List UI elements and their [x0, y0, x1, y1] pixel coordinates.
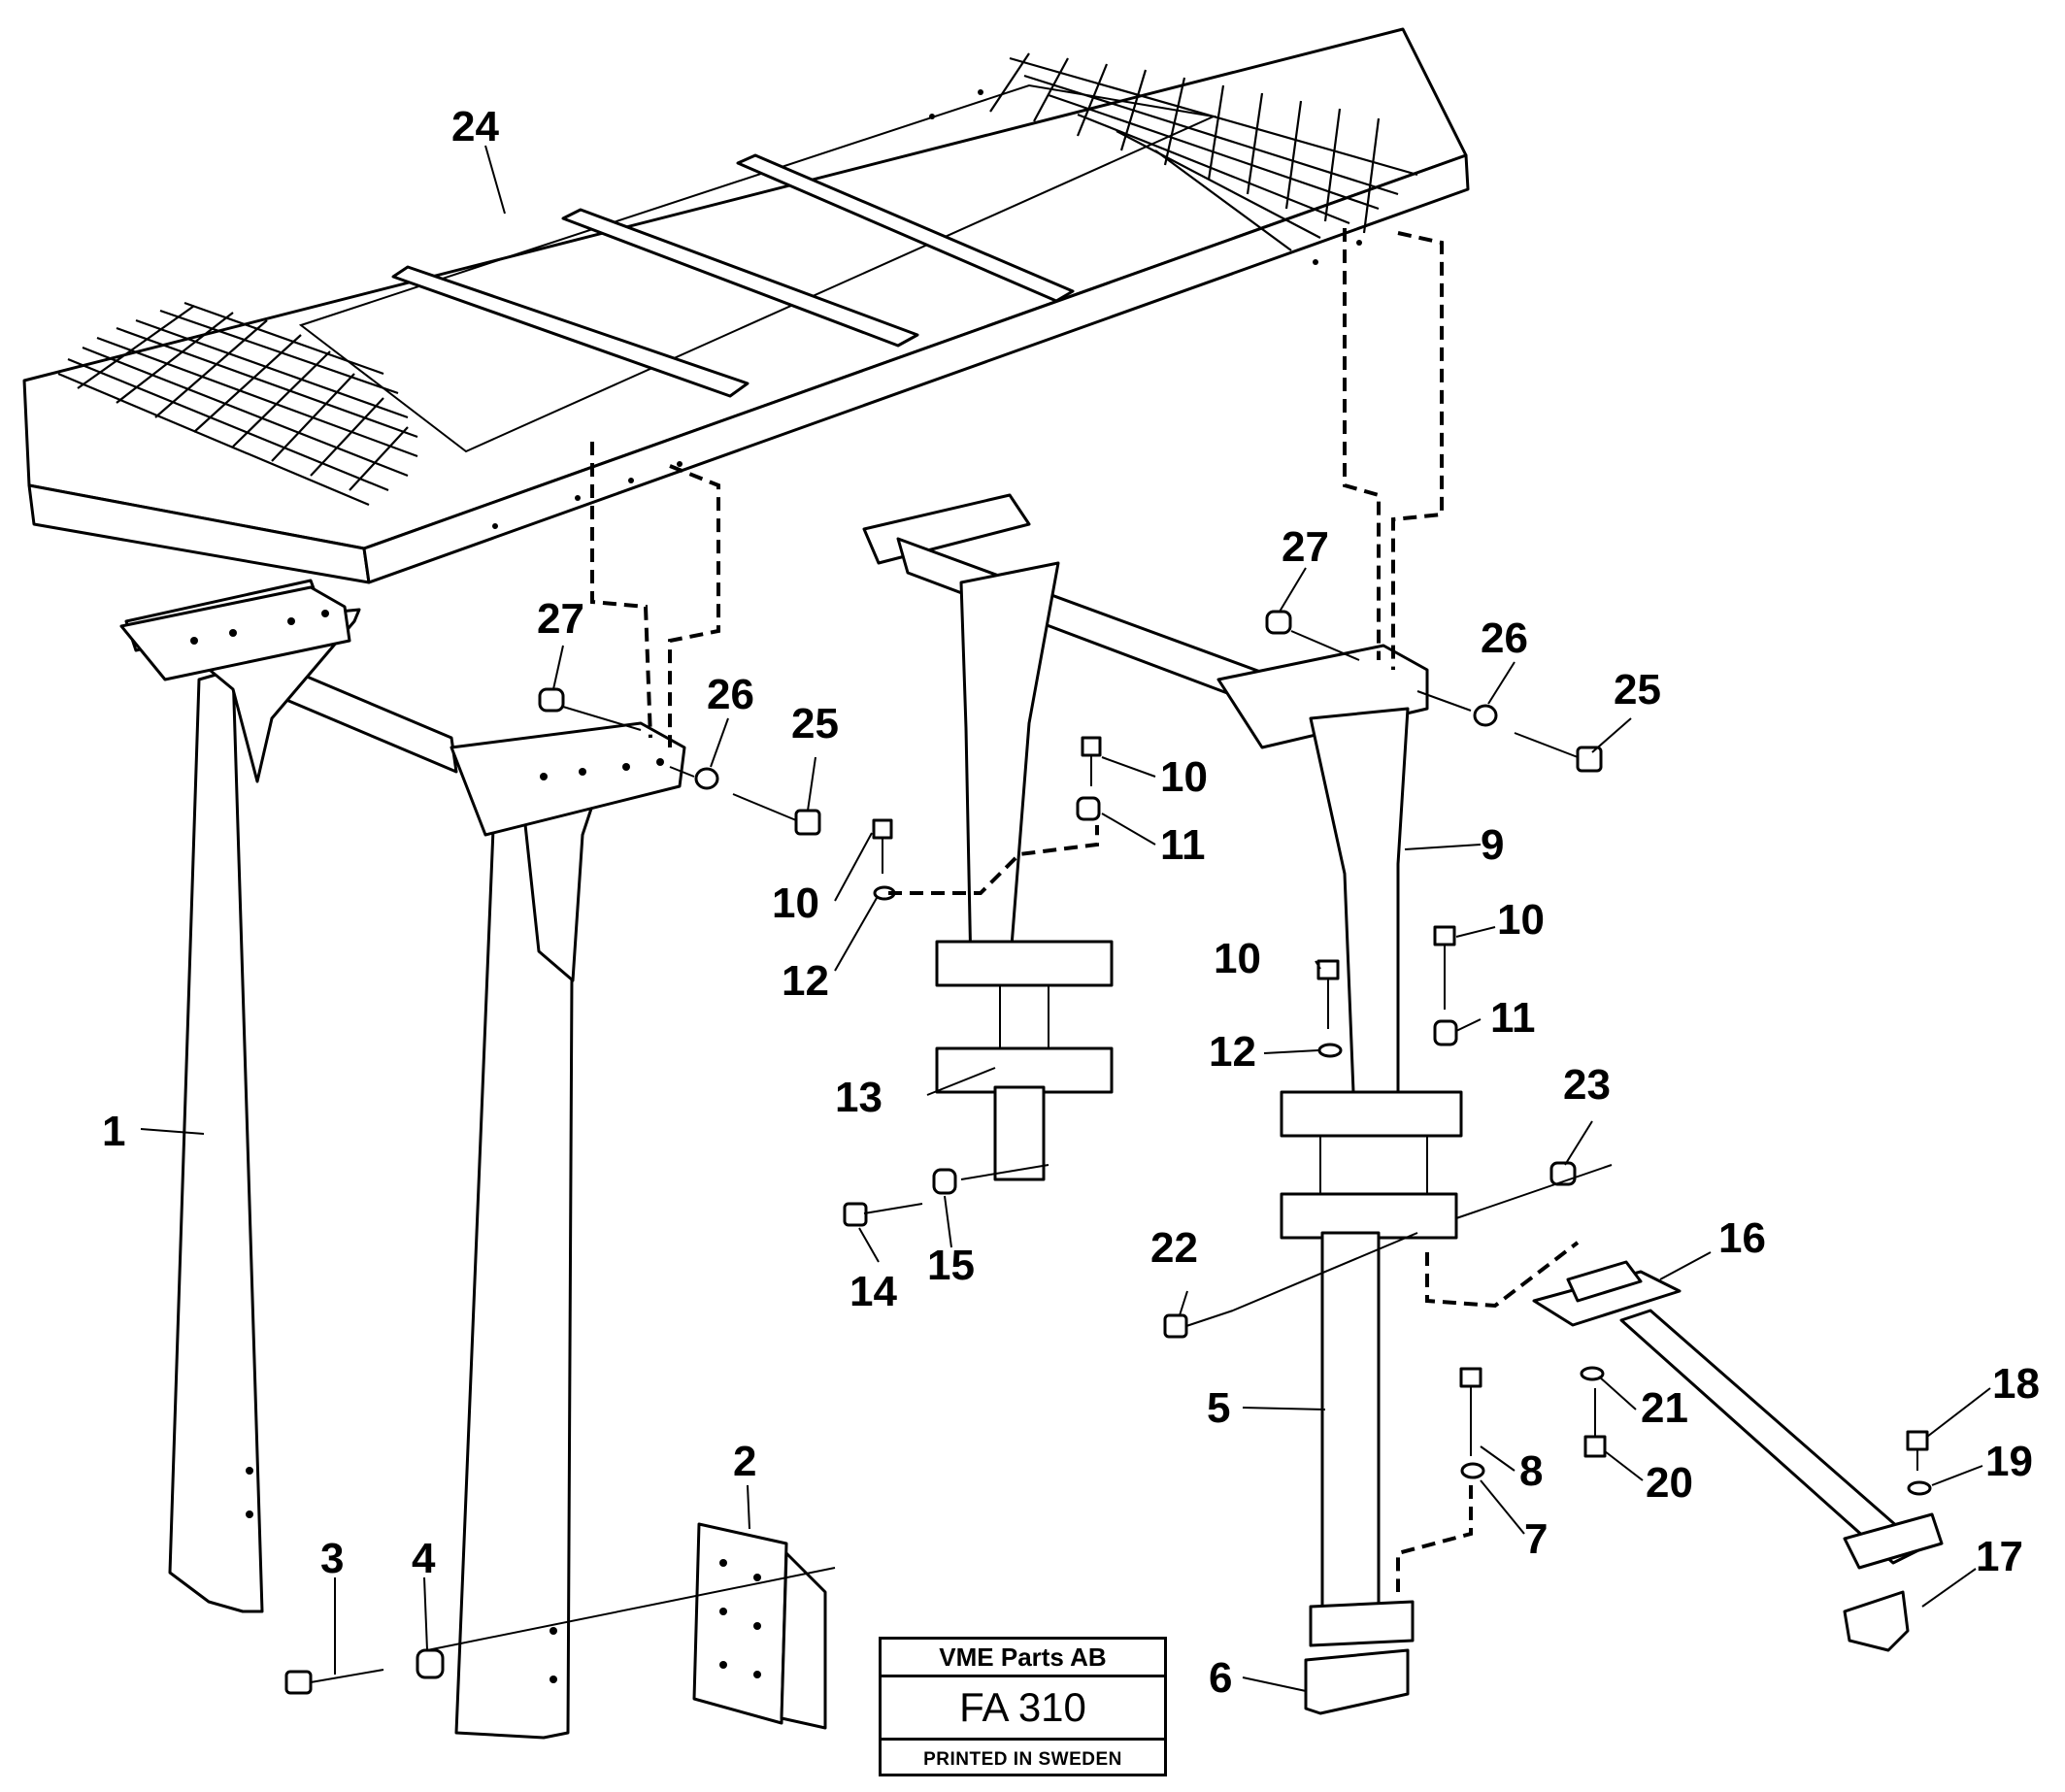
callout-10-a: 10: [1160, 753, 1208, 801]
leader-lines: [140, 145, 1991, 1692]
callout-9: 9: [1481, 821, 1504, 869]
callout-19: 19: [1985, 1438, 2033, 1485]
support-arm: [1425, 1241, 1944, 1652]
grating-mesh-right: [989, 52, 1418, 251]
publisher-stamp: VME Parts AB FA 310 PRINTED IN SWEDEN: [879, 1637, 1167, 1776]
callout-25-b: 25: [1614, 666, 1661, 713]
callout-1: 1: [102, 1108, 125, 1155]
callout-27-a: 27: [537, 595, 584, 643]
callout-27-b: 27: [1282, 523, 1329, 571]
stamp-code: FA 310: [882, 1677, 1164, 1741]
bracket-2: [426, 1522, 836, 1730]
callout-7: 7: [1524, 1515, 1548, 1563]
callout-8: 8: [1519, 1447, 1543, 1495]
callout-11-a: 11: [1160, 821, 1206, 869]
callout-20: 20: [1646, 1459, 1693, 1507]
callout-5: 5: [1207, 1384, 1230, 1432]
callout-4: 4: [412, 1535, 436, 1582]
left-frame: [119, 579, 686, 1740]
callout-21: 21: [1641, 1384, 1688, 1432]
callout-26-b: 26: [1481, 614, 1528, 662]
callout-2: 2: [733, 1438, 756, 1485]
platform-grating: [22, 27, 1470, 584]
callout-12-a: 12: [782, 957, 829, 1005]
callout-11-b: 11: [1490, 994, 1536, 1042]
bolt-3-washer-4: [284, 1648, 445, 1695]
callout-14: 14: [849, 1268, 897, 1315]
grating-mesh-left: [57, 301, 418, 507]
callout-25-a: 25: [791, 700, 839, 747]
callout-23: 23: [1563, 1061, 1611, 1109]
callout-6: 6: [1209, 1654, 1232, 1702]
callout-3: 3: [320, 1535, 344, 1582]
callout-16: 16: [1718, 1214, 1766, 1262]
callout-18: 18: [1992, 1360, 2040, 1408]
stamp-company: VME Parts AB: [882, 1640, 1164, 1677]
callout-26-a: 26: [707, 671, 754, 718]
right-frame: [1163, 610, 1613, 1715]
center-frame: [843, 493, 1283, 1227]
callout-numbers: 1 2 3 4 5 6 7 8 9 10 10 10 10 11 11 12 1…: [102, 103, 2040, 1702]
callout-10-c: 10: [1214, 935, 1261, 982]
callout-10-b: 10: [772, 879, 819, 927]
callout-12-b: 12: [1209, 1028, 1256, 1076]
callout-10-d: 10: [1497, 896, 1545, 944]
callout-15: 15: [927, 1242, 975, 1289]
callout-17: 17: [1976, 1533, 2023, 1580]
callout-22: 22: [1150, 1224, 1198, 1272]
callout-13: 13: [835, 1074, 883, 1121]
stamp-printed: PRINTED IN SWEDEN: [923, 1749, 1122, 1770]
callout-24: 24: [451, 103, 499, 150]
